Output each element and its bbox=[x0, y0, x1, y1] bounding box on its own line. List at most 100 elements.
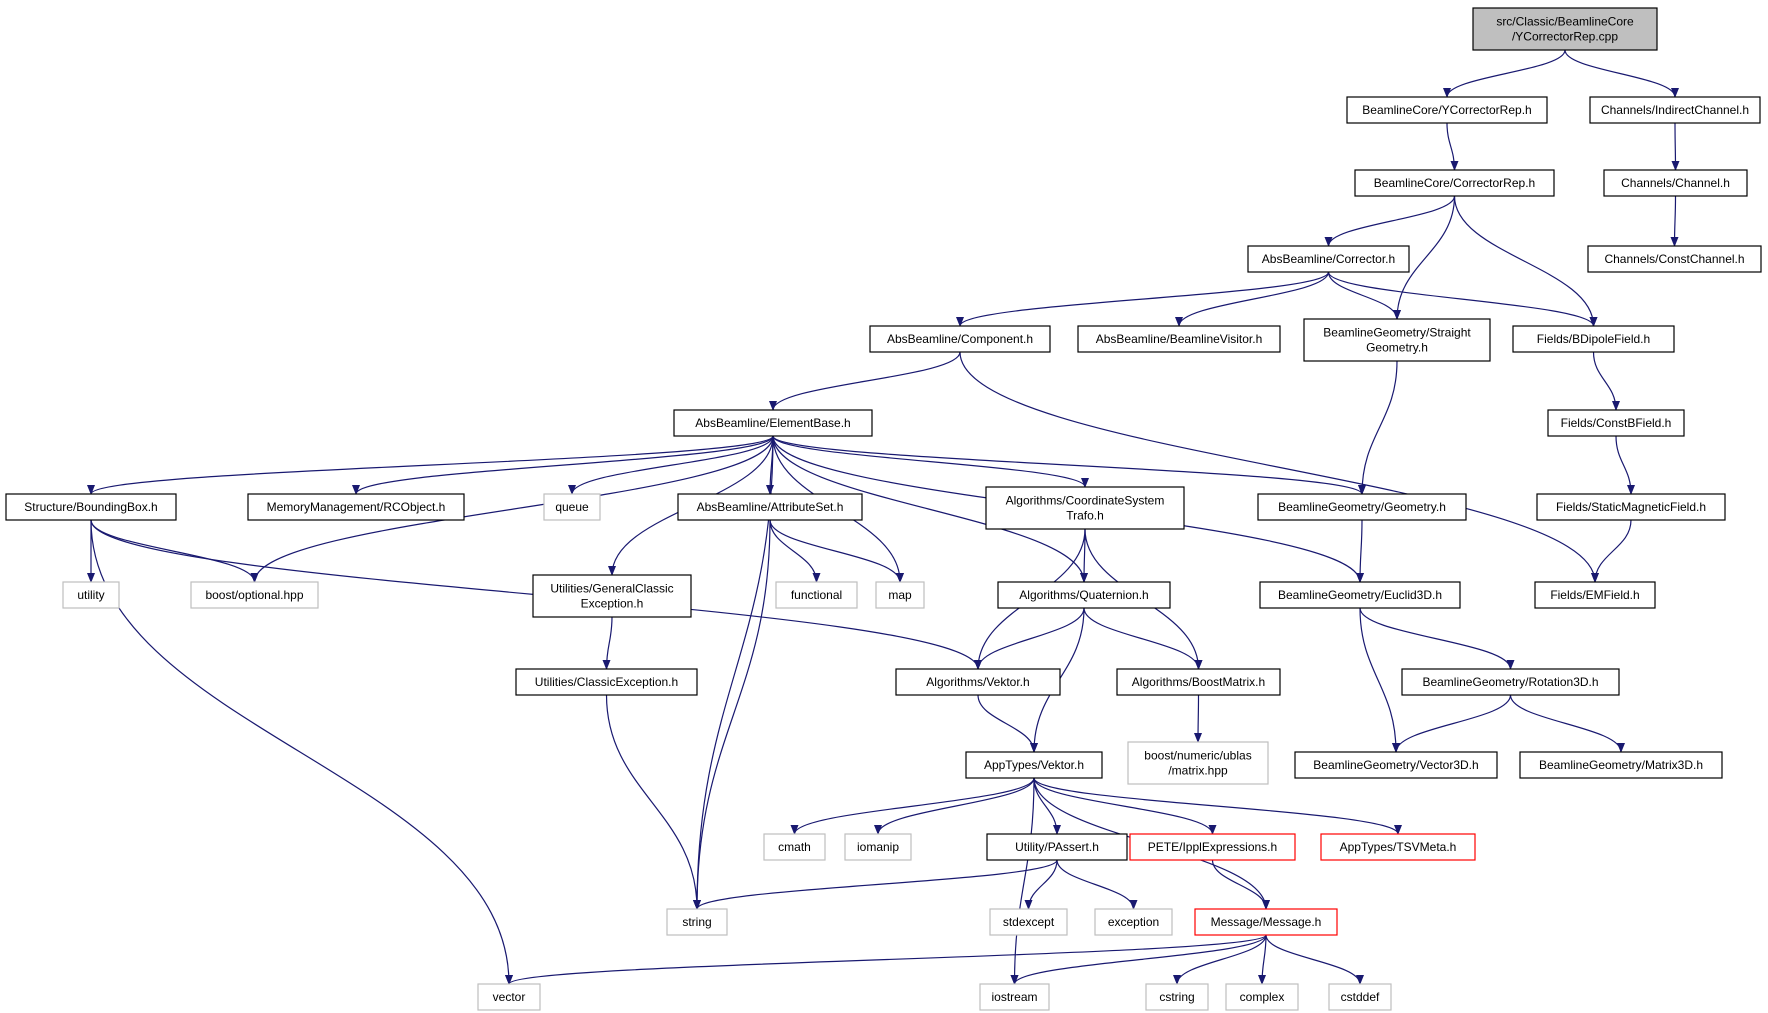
node-bg_r3d[interactable]: BeamlineGeometry/Rotation3D.h bbox=[1401, 668, 1620, 696]
node-u_ce[interactable]: Utilities/ClassicException.h bbox=[515, 668, 698, 696]
node-alg_v[interactable]: Algorithms/Vektor.h bbox=[895, 668, 1061, 696]
node-label-bg_v3d-0: BeamlineGeometry/Vector3D.h bbox=[1313, 758, 1478, 772]
node-f_em[interactable]: Fields/EMField.h bbox=[1534, 581, 1656, 609]
node-label-bg_sg-1: Geometry.h bbox=[1366, 341, 1428, 355]
node-at_tsv[interactable]: AppTypes/TSVMeta.h bbox=[1320, 833, 1476, 861]
node-s_bb[interactable]: Structure/BoundingBox.h bbox=[5, 493, 177, 521]
node-box-ab_visit bbox=[1077, 325, 1281, 353]
node-box-ab_eb bbox=[673, 409, 873, 437]
node-ab_visit[interactable]: AbsBeamline/BeamlineVisitor.h bbox=[1077, 325, 1281, 353]
edge-ch_ch-to-ch_const bbox=[1670, 195, 1679, 247]
node-label-at_tsv-0: AppTypes/TSVMeta.h bbox=[1340, 840, 1457, 854]
node-box-msg bbox=[1194, 908, 1338, 936]
node-label-at_v-0: AppTypes/Vektor.h bbox=[984, 758, 1084, 772]
node-box-utility bbox=[62, 581, 120, 609]
node-ab_comp[interactable]: AbsBeamline/Component.h bbox=[869, 325, 1051, 353]
node-pete[interactable]: PETE/IpplExpressions.h bbox=[1129, 833, 1296, 861]
node-ch_ind[interactable]: Channels/IndirectChannel.h bbox=[1589, 96, 1761, 124]
edge-ab_as-to-map bbox=[769, 519, 904, 583]
node-box-alg_cst bbox=[985, 486, 1185, 530]
node-at_v[interactable]: AppTypes/Vektor.h bbox=[965, 751, 1103, 779]
node-box-ch_const bbox=[1587, 245, 1762, 273]
edge-at_v-to-iomanip bbox=[874, 777, 1035, 835]
node-root[interactable]: src/Classic/BeamlineCore/YCorrectorRep.c… bbox=[1472, 7, 1658, 51]
node-iomanip[interactable]: iomanip bbox=[844, 833, 912, 861]
edge-ab_corr-to-ab_comp bbox=[956, 271, 1330, 327]
node-label-queue-0: queue bbox=[555, 500, 589, 514]
node-box-alg_v bbox=[895, 668, 1061, 696]
node-exception[interactable]: exception bbox=[1094, 908, 1173, 936]
node-functional[interactable]: functional bbox=[775, 581, 858, 609]
node-bg_e3d[interactable]: BeamlineGeometry/Euclid3D.h bbox=[1259, 581, 1461, 609]
node-label-f_bdip-0: Fields/BDipoleField.h bbox=[1537, 332, 1650, 346]
node-label-bg_sg-0: BeamlineGeometry/Straight bbox=[1323, 326, 1471, 340]
node-f_cbf[interactable]: Fields/ConstBField.h bbox=[1547, 409, 1685, 437]
node-box-bg_geo bbox=[1257, 493, 1467, 521]
node-alg_bm[interactable]: Algorithms/BoostMatrix.h bbox=[1116, 668, 1281, 696]
node-bg_geo[interactable]: BeamlineGeometry/Geometry.h bbox=[1257, 493, 1467, 521]
node-string[interactable]: string bbox=[666, 908, 728, 936]
node-alg_q[interactable]: Algorithms/Quaternion.h bbox=[997, 581, 1171, 609]
node-box-alg_q bbox=[997, 581, 1171, 609]
node-label-u_pa-0: Utility/PAssert.h bbox=[1015, 840, 1099, 854]
edge-u_pa-to-exception bbox=[1056, 859, 1138, 910]
node-box-bg_v3d bbox=[1294, 751, 1498, 779]
node-vector[interactable]: vector bbox=[477, 983, 541, 1011]
node-box-bg_e3d bbox=[1259, 581, 1461, 609]
node-iostream[interactable]: iostream bbox=[979, 983, 1050, 1011]
edge-at_v-to-pete bbox=[1033, 777, 1217, 835]
node-u_pa[interactable]: Utility/PAssert.h bbox=[986, 833, 1128, 861]
node-box-string bbox=[666, 908, 728, 936]
node-queue[interactable]: queue bbox=[543, 493, 601, 521]
node-box-root bbox=[1472, 7, 1658, 51]
edges bbox=[87, 49, 1680, 985]
node-cmath[interactable]: cmath bbox=[763, 833, 826, 861]
edge-bg_r3d-to-bg_v3d bbox=[1392, 694, 1512, 753]
node-bc_ycr[interactable]: BeamlineCore/YCorrectorRep.h bbox=[1346, 96, 1548, 124]
node-ab_as[interactable]: AbsBeamline/AttributeSet.h bbox=[677, 493, 863, 521]
node-box-map bbox=[875, 581, 925, 609]
node-map[interactable]: map bbox=[875, 581, 925, 609]
node-boost_opt[interactable]: boost/optional.hpp bbox=[190, 581, 319, 609]
node-cstring[interactable]: cstring bbox=[1145, 983, 1209, 1011]
node-label-alg_cst-1: Trafo.h bbox=[1066, 509, 1104, 523]
node-label-ab_as-0: AbsBeamline/AttributeSet.h bbox=[697, 500, 844, 514]
edge-ab_eb-to-boost_opt bbox=[250, 435, 774, 583]
node-box-mm_rco bbox=[247, 493, 465, 521]
node-label-boost_ublas-1: /matrix.hpp bbox=[1168, 764, 1228, 778]
node-ch_const[interactable]: Channels/ConstChannel.h bbox=[1587, 245, 1762, 273]
node-label-u_gce-0: Utilities/GeneralClassic bbox=[550, 582, 673, 596]
node-f_bdip[interactable]: Fields/BDipoleField.h bbox=[1512, 325, 1675, 353]
node-box-stdexcept bbox=[989, 908, 1068, 936]
node-label-iomanip-0: iomanip bbox=[857, 840, 899, 854]
node-box-boost_ublas bbox=[1127, 741, 1269, 785]
node-bc_cr[interactable]: BeamlineCore/CorrectorRep.h bbox=[1354, 169, 1555, 197]
node-ab_corr[interactable]: AbsBeamline/Corrector.h bbox=[1247, 245, 1410, 273]
node-box-functional bbox=[775, 581, 858, 609]
edge-msg-to-vector bbox=[505, 934, 1267, 985]
node-stdexcept[interactable]: stdexcept bbox=[989, 908, 1068, 936]
node-msg[interactable]: Message/Message.h bbox=[1194, 908, 1338, 936]
node-mm_rco[interactable]: MemoryManagement/RCObject.h bbox=[247, 493, 465, 521]
node-bg_v3d[interactable]: BeamlineGeometry/Vector3D.h bbox=[1294, 751, 1498, 779]
node-utility[interactable]: utility bbox=[62, 581, 120, 609]
node-ch_ch[interactable]: Channels/Channel.h bbox=[1603, 169, 1748, 197]
node-box-f_em bbox=[1534, 581, 1656, 609]
node-label-ch_const-0: Channels/ConstChannel.h bbox=[1604, 252, 1744, 266]
edge-ab_eb-to-alg_cst bbox=[772, 435, 1089, 488]
node-label-mm_rco-0: MemoryManagement/RCObject.h bbox=[267, 500, 446, 514]
node-label-ab_corr-0: AbsBeamline/Corrector.h bbox=[1262, 252, 1395, 266]
node-complex[interactable]: complex bbox=[1225, 983, 1299, 1011]
node-bg_m3d[interactable]: BeamlineGeometry/Matrix3D.h bbox=[1519, 751, 1723, 779]
node-f_smf[interactable]: Fields/StaticMagneticField.h bbox=[1536, 493, 1726, 521]
edge-bc_ycr-to-bc_cr bbox=[1446, 122, 1459, 171]
node-cstddef[interactable]: cstddef bbox=[1328, 983, 1392, 1011]
edge-msg-to-complex bbox=[1258, 934, 1267, 985]
node-box-ab_as bbox=[677, 493, 863, 521]
node-ab_eb[interactable]: AbsBeamline/ElementBase.h bbox=[673, 409, 873, 437]
node-boost_ublas[interactable]: boost/numeric/ublas/matrix.hpp bbox=[1127, 741, 1269, 785]
node-label-f_em-0: Fields/EMField.h bbox=[1550, 588, 1639, 602]
